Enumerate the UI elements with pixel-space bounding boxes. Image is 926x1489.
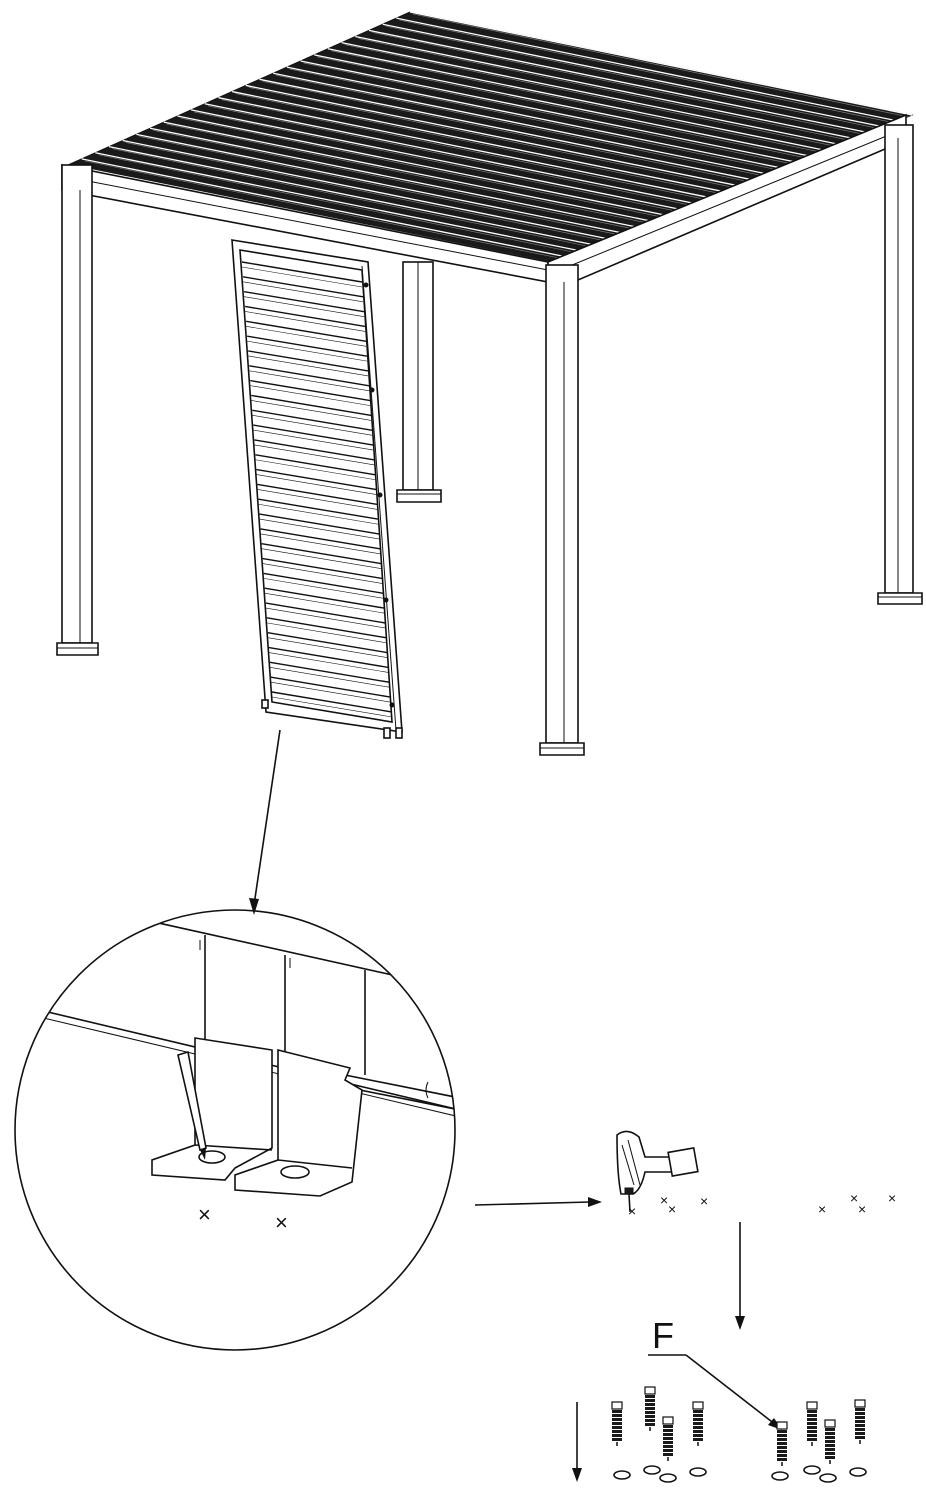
svg-text:×: × bbox=[668, 1201, 676, 1217]
svg-text:×: × bbox=[858, 1201, 866, 1217]
pencil-marker-icon bbox=[177, 1050, 207, 1160]
post-back-left bbox=[396, 261, 442, 503]
step-arrow-anchors bbox=[735, 1222, 745, 1330]
detail-magnifier: × × bbox=[14, 909, 456, 1351]
anchor-screw-icon bbox=[611, 1401, 623, 1446]
roof-louvers bbox=[67, 11, 913, 265]
anchor-screw-icon bbox=[644, 1386, 656, 1431]
anchor-screw-icon bbox=[662, 1416, 674, 1461]
drill-mark-1: × bbox=[198, 1202, 211, 1227]
anchor-screw-icon bbox=[776, 1421, 788, 1466]
anchor-screw-icon bbox=[824, 1419, 836, 1464]
pergola-assembly bbox=[56, 11, 923, 756]
anchor-screw-icon bbox=[692, 1401, 704, 1446]
pergola-roof bbox=[66, 11, 914, 269]
svg-text:×: × bbox=[660, 1192, 668, 1208]
anchor-screw-icon bbox=[806, 1401, 818, 1446]
anchor-screw-icon bbox=[854, 1399, 866, 1444]
svg-text:×: × bbox=[628, 1203, 636, 1219]
svg-text:×: × bbox=[700, 1193, 708, 1209]
post-front-left bbox=[56, 164, 99, 656]
svg-text:×: × bbox=[850, 1190, 858, 1206]
step-arrow-down bbox=[572, 1402, 582, 1482]
drill-icon bbox=[616, 1130, 699, 1213]
post-front-right bbox=[539, 264, 585, 756]
post-back-right bbox=[877, 124, 923, 605]
drill-marks-right: × × × × bbox=[818, 1190, 896, 1217]
part-label-f: F bbox=[652, 1315, 674, 1356]
louver-panel bbox=[231, 239, 403, 739]
step-arrow-drill bbox=[474, 1197, 602, 1207]
svg-text:×: × bbox=[888, 1190, 896, 1206]
drill-marks-left: × × × × bbox=[628, 1192, 708, 1219]
wall-anchors-f bbox=[611, 1386, 866, 1466]
mounting-bracket-left bbox=[151, 1037, 273, 1181]
drill-mark-2: × bbox=[275, 1210, 288, 1235]
floor-holes bbox=[613, 1465, 867, 1483]
mounting-bracket-right bbox=[234, 1048, 363, 1197]
panel-slats bbox=[241, 261, 393, 718]
svg-text:×: × bbox=[818, 1201, 826, 1217]
leader-arrow-detail bbox=[249, 729, 281, 915]
